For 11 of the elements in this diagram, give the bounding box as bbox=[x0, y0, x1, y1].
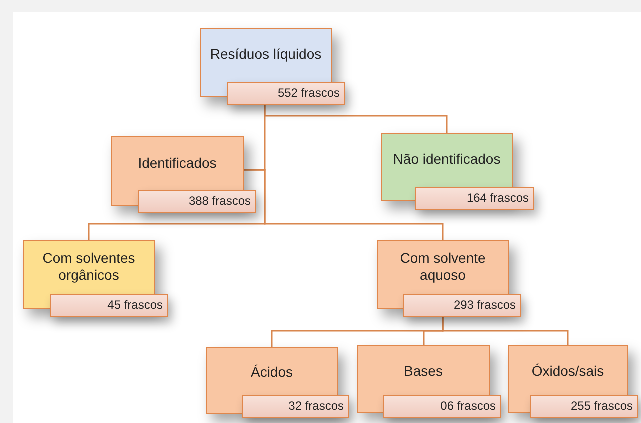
count-tag: 552 frascos bbox=[227, 82, 345, 105]
count-tag: 06 frascos bbox=[383, 395, 501, 418]
count-tag: 293 frascos bbox=[403, 294, 521, 317]
connector-line bbox=[244, 169, 444, 240]
count-tag: 255 frascos bbox=[530, 395, 638, 418]
count-tag: 45 frascos bbox=[50, 294, 168, 317]
count-tag: 388 frascos bbox=[138, 190, 256, 213]
count-tag: 32 frascos bbox=[242, 395, 349, 418]
connector-line bbox=[264, 105, 448, 133]
count-tag: 164 frascos bbox=[415, 187, 534, 210]
connector-line bbox=[442, 317, 569, 345]
